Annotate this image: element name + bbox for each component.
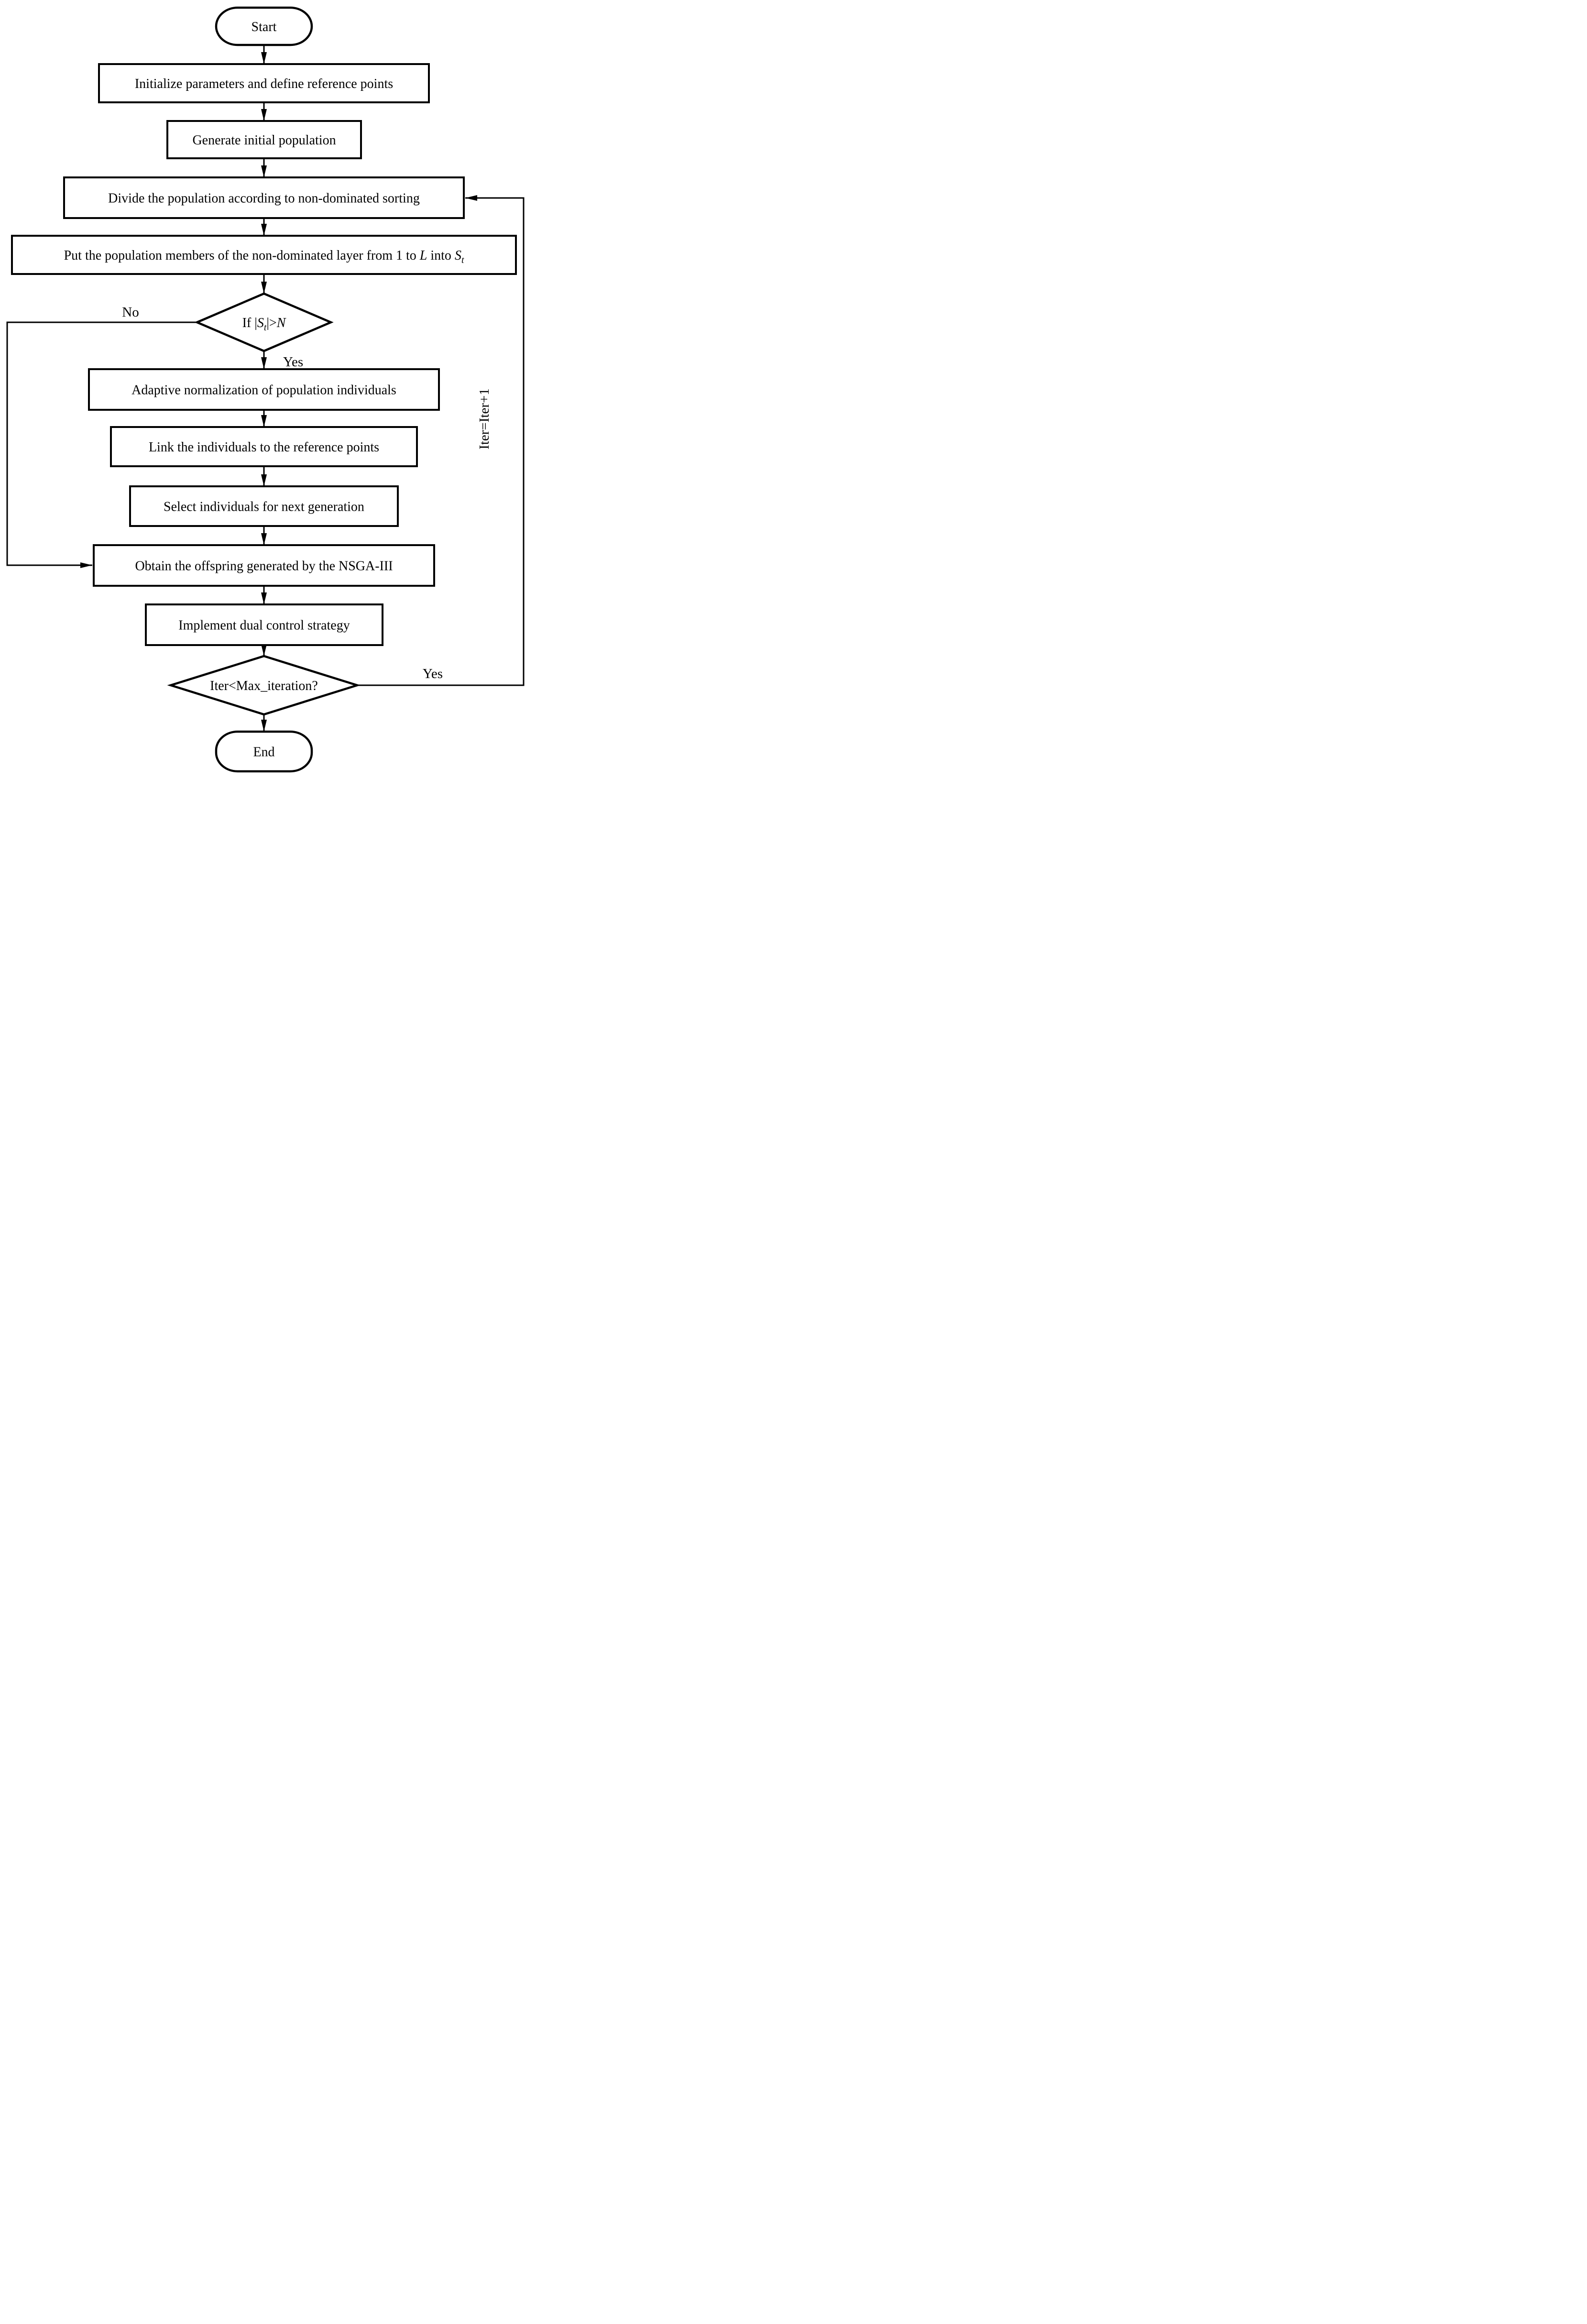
node-label-iter-max-iteration: Iter<Max_iteration? — [210, 679, 318, 693]
node-label-end: End — [253, 745, 274, 760]
node-end: End — [215, 730, 313, 773]
node-label-select-individuals: Select individuals for next generation — [164, 500, 364, 515]
edge-label-yes-label-bottom: Yes — [423, 666, 443, 681]
edge-label-iter-increment-label: Iter=Iter+1 — [477, 388, 492, 449]
node-link-individuals: Link the individuals to the reference po… — [110, 426, 418, 467]
node-start: Start — [215, 6, 313, 46]
generate-initial-population-box — [166, 120, 362, 159]
start-box — [215, 6, 313, 46]
node-put-population-members: Put the population members of the non-do… — [11, 235, 517, 275]
put-population-members-box — [11, 235, 517, 275]
node-adaptive-normalization: Adaptive normalization of population ind… — [88, 368, 440, 411]
divide-population-box — [63, 176, 465, 219]
initialize-parameters-box — [98, 63, 430, 103]
node-label-implement-dual-control: Implement dual control strategy — [178, 618, 350, 633]
edge-label-no-label: No — [122, 305, 139, 320]
node-iter-max-iteration: Iter<Max_iteration? — [167, 655, 361, 716]
implement-dual-control-box — [145, 603, 383, 646]
node-label-link-individuals: Link the individuals to the reference po… — [149, 440, 379, 455]
node-label-initialize-parameters: Initialize parameters and define referen… — [135, 77, 393, 91]
end-box — [215, 730, 313, 773]
obtain-offspring-box — [93, 544, 435, 587]
adaptive-normalization-box — [88, 368, 440, 411]
node-obtain-offspring: Obtain the offspring generated by the NS… — [93, 544, 435, 587]
edge-iter-yes-loop-to-divide — [357, 195, 525, 686]
node-implement-dual-control: Implement dual control strategy — [145, 603, 383, 646]
node-divide-population: Divide the population according to non-d… — [63, 176, 465, 219]
node-initialize-parameters: Initialize parameters and define referen… — [98, 63, 430, 103]
node-label-obtain-offspring: Obtain the offspring generated by the NS… — [135, 559, 393, 574]
link-individuals-box — [110, 426, 418, 467]
node-label-if-st-greater-n: If |St|>N — [242, 316, 286, 333]
iter-max-iteration-diamond — [167, 655, 361, 716]
node-label-generate-initial-population: Generate initial population — [192, 133, 336, 148]
edge-label-yes-label-top: Yes — [283, 354, 303, 370]
if-st-greater-n-diamond — [194, 292, 334, 352]
node-generate-initial-population: Generate initial population — [166, 120, 362, 159]
node-label-adaptive-normalization: Adaptive normalization of population ind… — [131, 383, 396, 398]
node-select-individuals: Select individuals for next generation — [129, 485, 399, 527]
select-individuals-box — [129, 485, 399, 527]
node-label-divide-population: Divide the population according to non-d… — [108, 191, 420, 206]
node-label-start: Start — [252, 20, 277, 34]
node-if-st-greater-n: If |St|>N — [194, 292, 334, 352]
edge-decision-no-to-obtain — [6, 321, 197, 568]
node-label-put-population-members: Put the population members of the non-do… — [64, 248, 464, 265]
